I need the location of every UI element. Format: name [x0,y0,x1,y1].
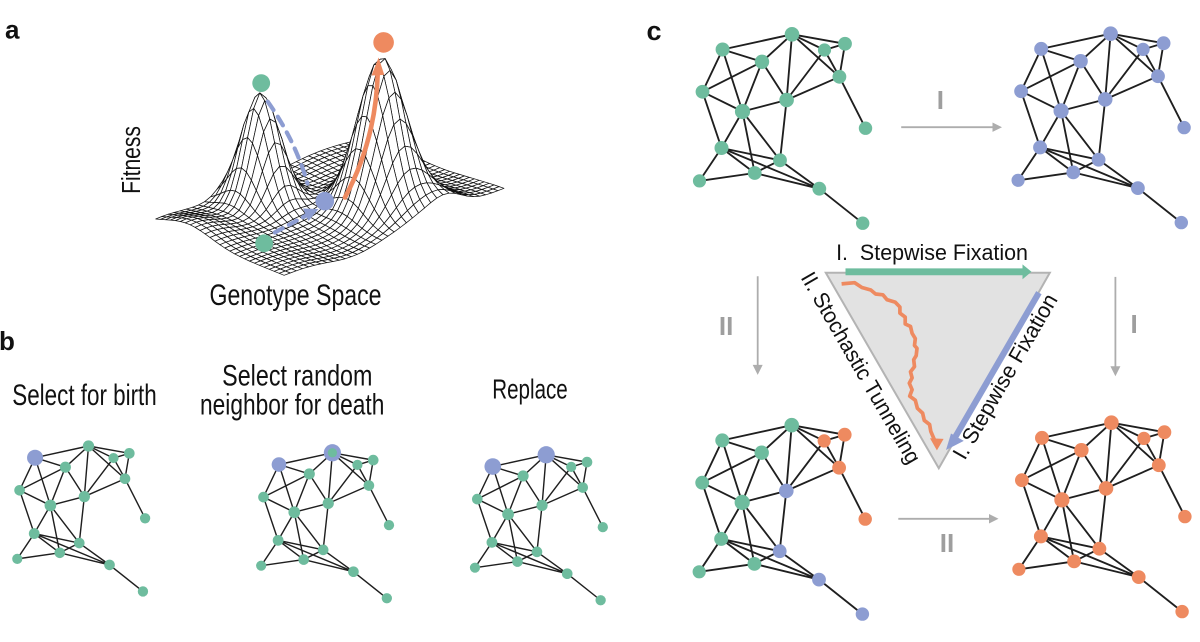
svg-text:I: I [1131,309,1138,339]
svg-text:c: c [647,16,662,46]
svg-text:b: b [0,326,15,356]
svg-text:I. Stepwise Fixation: I. Stepwise Fixation [836,240,1028,265]
svg-text:a: a [5,14,20,44]
svg-text:Replace: Replace [492,374,567,405]
svg-text:II: II [940,528,954,558]
svg-text:Genotype Space: Genotype Space [209,278,381,312]
svg-text:neighbor for death: neighbor for death [200,388,384,422]
svg-text:I: I [937,85,944,115]
svg-text:Select random: Select random [222,359,372,392]
svg-text:II: II [719,311,733,341]
svg-text:Select for birth: Select for birth [12,378,156,412]
svg-text:Fitness: Fitness [118,126,147,194]
